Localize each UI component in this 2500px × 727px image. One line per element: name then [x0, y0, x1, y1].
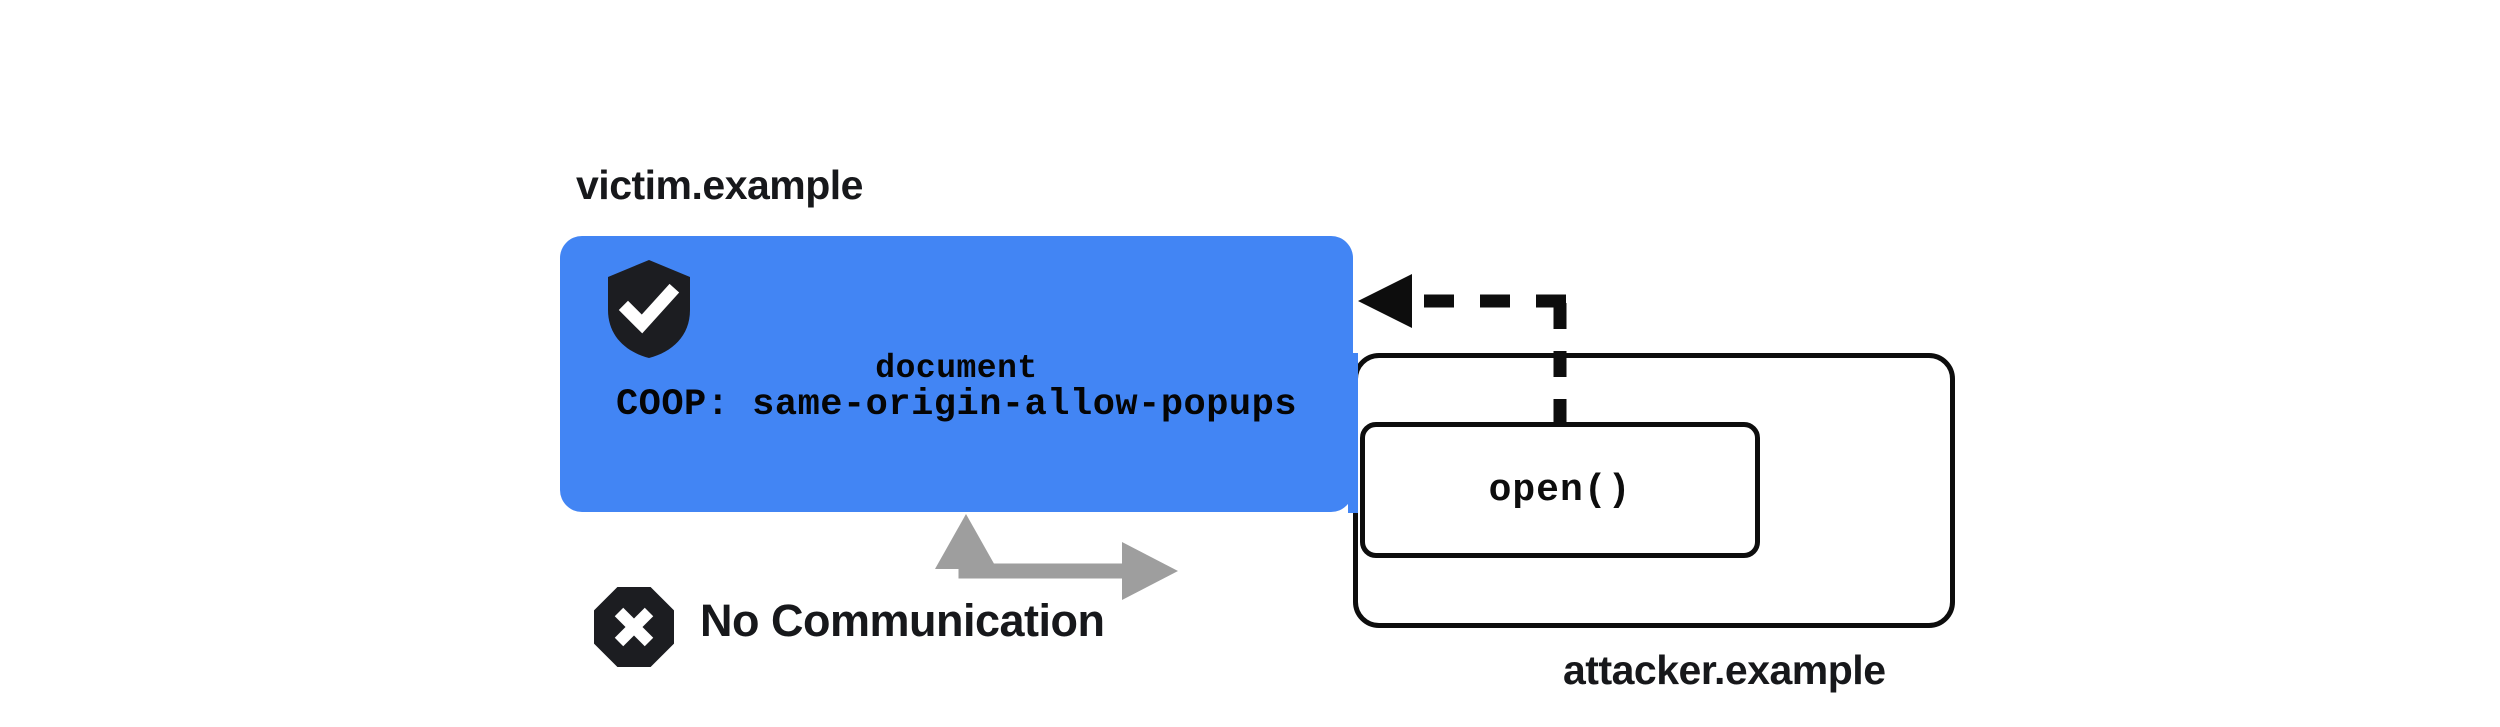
coop-header-label: COOP: same-origin-allow-popups	[615, 384, 1298, 426]
no-communication-label: No Communication	[700, 595, 1105, 646]
victim-origin-label: victim.example	[576, 162, 864, 208]
open-call-label: open()	[1488, 468, 1632, 512]
victim-document-card: document COOP: same-origin-allow-popups	[560, 236, 1353, 512]
gray-blocked-arrow	[935, 514, 1178, 600]
attacker-origin-label: attacker.example	[1563, 647, 1886, 693]
frame-occlusion-mask	[1348, 353, 1358, 513]
shield-check-icon	[608, 260, 690, 358]
open-call-box: open()	[1360, 422, 1760, 558]
document-label: document	[875, 350, 1038, 387]
octagon-x-icon	[594, 587, 674, 667]
